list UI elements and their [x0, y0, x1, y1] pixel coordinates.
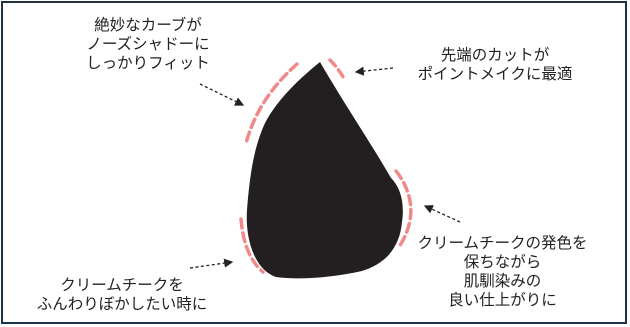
leader-arrow-bottom-left	[189, 258, 234, 269]
callout-cream-cheek-finish: クリームチークの発色を 保ちながら 肌馴染みの 良い仕上がりに	[417, 234, 588, 309]
flat-side-highlight	[394, 169, 413, 250]
leader-arrow-top-right	[354, 66, 394, 76]
callout-tip-cut: 先端のカットが ポイントメイクに最適	[417, 46, 573, 83]
leader-arrow-bottom-right	[423, 205, 461, 223]
callout-soft-blend: クリームチークを ふんわりぼかしたい時に	[36, 276, 208, 313]
rounded-edge-highlight	[239, 217, 265, 274]
leader-arrow-top-left	[199, 83, 245, 106]
tip-edge-highlight	[328, 58, 347, 82]
makeup-sponge	[246, 62, 403, 279]
callout-curve-fit: 絶妙なカーブが ノーズシャドーに しっかりフィット	[86, 16, 210, 72]
curve-edge-highlight	[244, 62, 299, 145]
